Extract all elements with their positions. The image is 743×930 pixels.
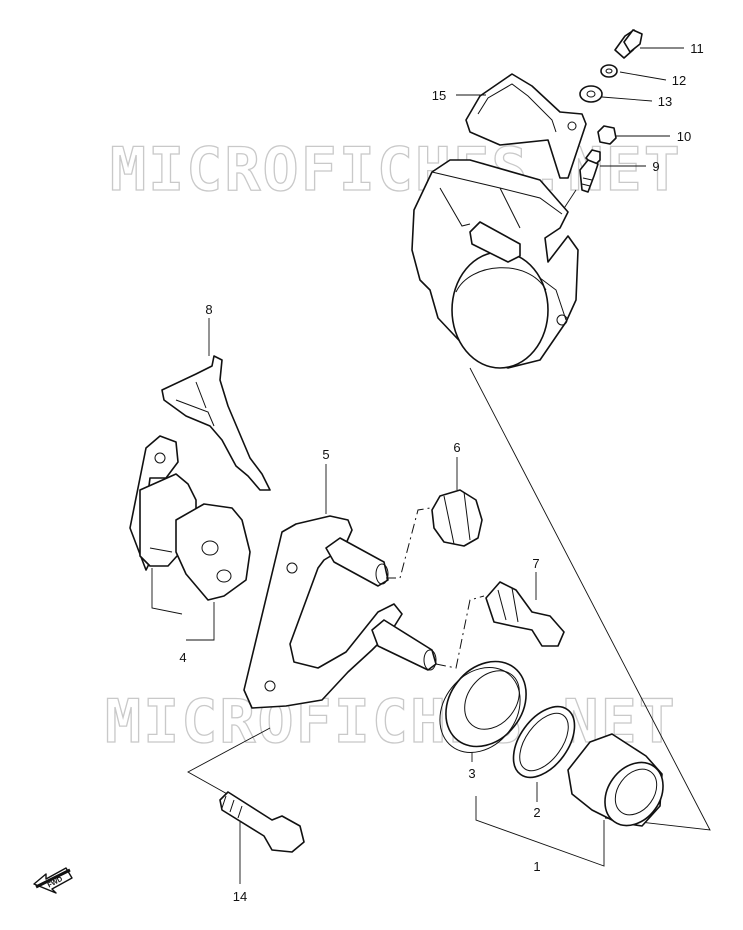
callout-2: 2 bbox=[533, 805, 540, 820]
callout-4: 4 bbox=[179, 650, 186, 665]
callout-6: 6 bbox=[453, 440, 460, 455]
callout-1: 1 bbox=[533, 859, 540, 874]
callout-9: 9 bbox=[652, 159, 659, 174]
cap-part-10 bbox=[597, 125, 617, 145]
callout-14: 14 bbox=[233, 889, 247, 904]
assembly-dash-lines bbox=[386, 507, 485, 669]
callout-8: 8 bbox=[205, 302, 212, 317]
callout-12: 12 bbox=[672, 73, 686, 88]
washer-part-12 bbox=[600, 64, 618, 78]
fwd-direction-arrow: FWD bbox=[33, 867, 73, 894]
ring-part-2 bbox=[512, 705, 576, 779]
callout-10: 10 bbox=[677, 129, 691, 144]
pad-spring-part-8 bbox=[161, 355, 271, 491]
caliper-body-part bbox=[411, 159, 579, 369]
bleeder-valve-part-9 bbox=[579, 149, 601, 193]
callout-11: 11 bbox=[690, 41, 704, 56]
piston-part-1 bbox=[567, 733, 664, 827]
callout-5: 5 bbox=[322, 447, 329, 462]
callout-labels: 11 12 15 13 10 9 8 6 5 7 4 3 2 1 14 bbox=[179, 41, 703, 904]
callout-leaders bbox=[151, 47, 684, 884]
caliper-bracket-part-5 bbox=[243, 515, 437, 709]
callout-7: 7 bbox=[532, 556, 539, 571]
bracket-cover-part bbox=[465, 73, 587, 179]
callout-13: 13 bbox=[658, 94, 672, 109]
boot-part-6 bbox=[431, 489, 483, 547]
callout-3: 3 bbox=[468, 766, 475, 781]
brake-pads-part-4 bbox=[129, 435, 251, 601]
bolt-part-11 bbox=[614, 29, 643, 59]
callout-15: 15 bbox=[432, 88, 446, 103]
slide-pin-part-7 bbox=[485, 581, 565, 647]
washer-part-13 bbox=[579, 85, 603, 103]
seal-part-3 bbox=[439, 660, 527, 753]
bolt-part-14 bbox=[219, 791, 305, 853]
watermark-bottom: MICROFICHES.NET bbox=[105, 687, 677, 757]
